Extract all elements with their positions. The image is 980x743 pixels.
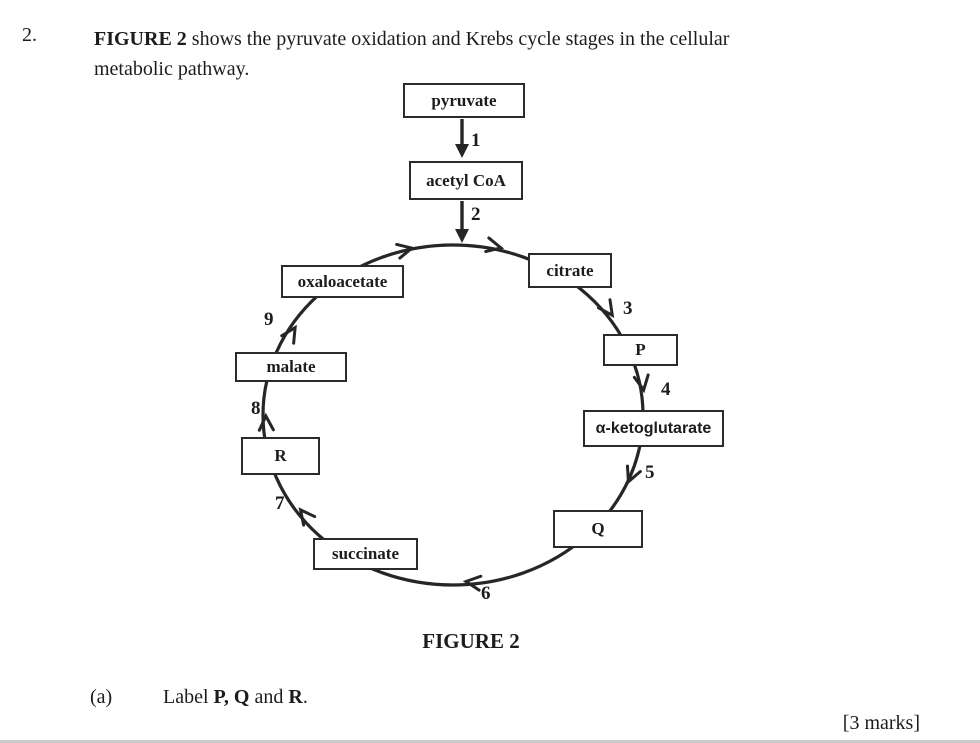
node-pyruvate: pyruvate <box>403 83 525 118</box>
node-alpha-ketoglutarate-label: α-ketoglutarate <box>595 419 712 437</box>
node-acetyl-coa: acetyl CoA <box>409 161 523 200</box>
step-label-3: 3 <box>623 298 633 319</box>
node-oxaloacetate-label: oxaloacetate <box>297 271 388 291</box>
arrowhead-top-right <box>484 236 505 254</box>
arrowhead-step-7 <box>298 507 317 527</box>
node-succinate: succinate <box>313 538 418 570</box>
arrowhead-top-left <box>395 242 416 260</box>
node-p: P <box>603 334 678 366</box>
step-label-1: 1 <box>471 130 481 151</box>
part-a-text-post: . <box>302 686 308 708</box>
node-q-label: Q <box>591 519 605 538</box>
step-label-7: 7 <box>275 493 285 514</box>
node-pyruvate-label: pyruvate <box>431 90 497 110</box>
step-label-2: 2 <box>471 204 481 225</box>
part-a-text-mid: and <box>249 686 289 708</box>
arrowhead-step-2 <box>455 229 469 243</box>
node-oxaloacetate: oxaloacetate <box>281 265 404 298</box>
node-malate: malate <box>235 352 347 382</box>
arrowhead-step-1 <box>455 144 469 158</box>
arrowhead-step-9 <box>280 324 297 345</box>
part-a-label: (a) <box>90 686 113 708</box>
arrowhead-step-8 <box>257 412 275 432</box>
node-p-label: P <box>635 340 646 359</box>
intro-text-line1: shows the pyruvate oxidation and Krebs c… <box>186 28 730 50</box>
node-malate-label: malate <box>266 357 316 376</box>
node-r-label: R <box>274 446 287 465</box>
step-label-6: 6 <box>481 583 491 604</box>
step-label-5: 5 <box>645 462 655 483</box>
question-intro: FIGURE 2 shows the pyruvate oxidation an… <box>94 24 814 84</box>
step-label-8: 8 <box>251 398 261 419</box>
node-succinate-label: succinate <box>331 544 400 563</box>
node-acetyl-coa-label: acetyl CoA <box>426 170 506 190</box>
part-a-bold-r: R <box>288 686 303 708</box>
node-citrate-label: citrate <box>546 260 594 280</box>
part-a-text: Label P, Q and R. <box>163 686 308 709</box>
marks-allocation: [3 marks] <box>842 712 920 734</box>
figure-reference: FIGURE 2 <box>94 28 187 50</box>
step-label-9: 9 <box>264 309 274 330</box>
node-alpha-ketoglutarate: α-ketoglutarate <box>583 410 724 447</box>
intro-text-line2: metabolic pathway. <box>94 58 250 80</box>
arrowhead-step-5 <box>625 464 642 485</box>
page-bottom-rule <box>0 740 980 743</box>
node-citrate: citrate <box>528 253 612 288</box>
arrowhead-step-3 <box>597 298 615 319</box>
arrowhead-step-6 <box>462 574 483 592</box>
question-number: 2. <box>22 24 37 46</box>
step-label-4: 4 <box>661 379 671 400</box>
node-q: Q <box>553 510 643 548</box>
part-a-bold-pq: P, Q <box>213 686 250 708</box>
node-r: R <box>241 437 320 475</box>
part-a-text-pre: Label <box>163 686 214 708</box>
arrowhead-step-4 <box>632 373 650 394</box>
figure-caption: FIGURE 2 <box>422 629 520 653</box>
